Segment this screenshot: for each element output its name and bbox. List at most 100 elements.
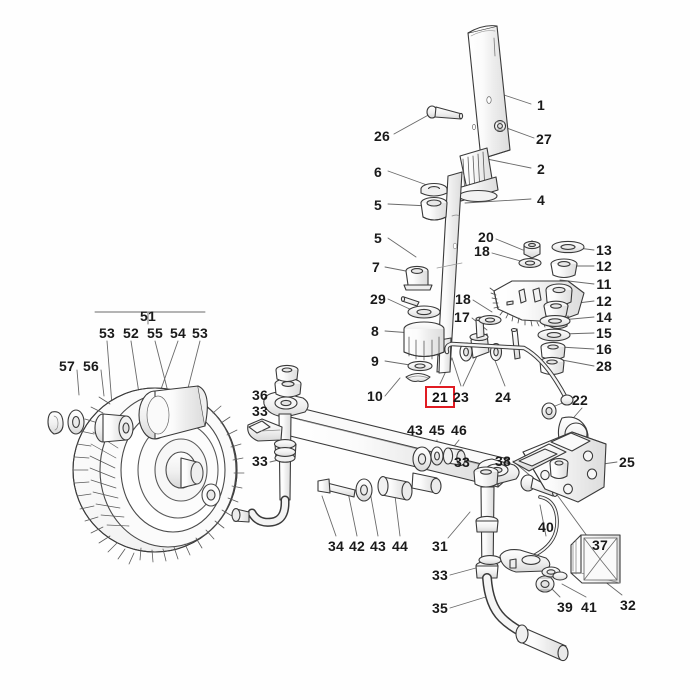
- part-callout-10[interactable]: 10: [367, 388, 383, 404]
- part-callout-55[interactable]: 55: [147, 325, 163, 341]
- part-callout-24[interactable]: 24: [495, 389, 511, 405]
- part-34-steering-arm: [231, 495, 290, 527]
- part-callout-29[interactable]: 29: [370, 291, 386, 307]
- part-callout-2[interactable]: 2: [537, 161, 545, 177]
- part-callout-43[interactable]: 43: [407, 422, 423, 438]
- part-43a-washer: [412, 446, 432, 472]
- part-callout-25[interactable]: 25: [619, 454, 635, 470]
- part-callout-21-highlighted[interactable]: 21: [425, 386, 455, 408]
- part-28-spacer: [539, 356, 565, 376]
- part-41-washer: [541, 566, 568, 581]
- part-10-retaining-clip: [405, 372, 431, 383]
- part-callout-35[interactable]: 35: [432, 600, 448, 616]
- part-37-mounting-bracket: [512, 431, 607, 503]
- part-callout-52[interactable]: 52: [123, 325, 139, 341]
- part-callout-18[interactable]: 18: [455, 291, 471, 307]
- part-callout-39[interactable]: 39: [557, 599, 573, 615]
- pedal-plate: [499, 549, 551, 573]
- part-12a-bushing: [550, 258, 578, 279]
- part-callout-23[interactable]: 23: [453, 389, 469, 405]
- part-32-rubber-pad: [570, 534, 621, 584]
- part-9-washer: [407, 360, 433, 372]
- part-callout-53[interactable]: 53: [99, 325, 115, 341]
- part-callout-22[interactable]: 22: [572, 392, 588, 408]
- part-45-washer: [430, 446, 444, 466]
- part-callout-40[interactable]: 40: [538, 519, 554, 535]
- part-6-washer: [420, 182, 448, 197]
- part-callout-33[interactable]: 33: [252, 403, 268, 419]
- part-26-bolt: [426, 105, 464, 120]
- part-callout-38[interactable]: 38: [495, 453, 511, 469]
- part-21-drag-link: [444, 341, 574, 406]
- part-16-spacer: [540, 341, 566, 361]
- part-33a-bushing: [275, 364, 299, 383]
- part-callout-9[interactable]: 9: [371, 353, 379, 369]
- part-35-pedal-shaft: [482, 573, 569, 662]
- part-callout-18[interactable]: 18: [474, 243, 490, 259]
- part-52-hub-spacer: [94, 413, 134, 443]
- part-15-washer: [537, 328, 571, 342]
- part-callout-26[interactable]: 26: [374, 128, 390, 144]
- part-callout-32[interactable]: 32: [620, 597, 636, 613]
- part-callout-43[interactable]: 43: [370, 538, 386, 554]
- part-callout-14[interactable]: 14: [596, 309, 612, 325]
- part-callout-8[interactable]: 8: [371, 323, 379, 339]
- part-44b-sleeve: [411, 472, 442, 495]
- part-33c-bushing: [473, 466, 499, 488]
- part-callout-33[interactable]: 33: [252, 453, 268, 469]
- part-callout-42[interactable]: 42: [349, 538, 365, 554]
- part-callout-57[interactable]: 57: [59, 358, 75, 374]
- part-callout-46[interactable]: 46: [451, 422, 467, 438]
- part-callout-16[interactable]: 16: [596, 341, 612, 357]
- part-5a-bushing: [420, 196, 448, 221]
- part-42-bolt: [317, 478, 356, 498]
- part-14-washer: [539, 315, 571, 327]
- part-46-bushing: [442, 447, 466, 466]
- part-callout-56[interactable]: 56: [83, 358, 99, 374]
- part-44-spacer: [377, 476, 413, 501]
- part-5b-bushing: [403, 265, 433, 291]
- part-callout-13[interactable]: 13: [596, 242, 612, 258]
- part-callout-45[interactable]: 45: [429, 422, 445, 438]
- part-callout-7[interactable]: 7: [372, 259, 380, 275]
- part-33b-bushing: [273, 447, 297, 457]
- part-callout-5[interactable]: 5: [374, 197, 382, 213]
- part-callout-5[interactable]: 5: [374, 230, 382, 246]
- part-callout-11[interactable]: 11: [596, 276, 612, 292]
- part-callout-15[interactable]: 15: [596, 325, 612, 341]
- part-1-steering-column: [467, 25, 511, 160]
- part-callout-12[interactable]: 12: [596, 293, 612, 309]
- part-callout-27[interactable]: 27: [536, 131, 552, 147]
- part-callout-34[interactable]: 34: [328, 538, 344, 554]
- part-callout-33[interactable]: 33: [432, 567, 448, 583]
- part-callout-54[interactable]: 54: [170, 325, 186, 341]
- part-callout-12[interactable]: 12: [596, 258, 612, 274]
- part-18a-washer: [518, 258, 542, 268]
- part-callout-53[interactable]: 53: [192, 325, 208, 341]
- part-callout-17[interactable]: 17: [454, 309, 470, 325]
- part-callout-33[interactable]: 33: [454, 454, 470, 470]
- part-callout-44[interactable]: 44: [392, 538, 408, 554]
- part-callout-20[interactable]: 20: [478, 229, 494, 245]
- part-24-pin: [510, 327, 521, 360]
- part-8-pinion-gear: [403, 321, 445, 361]
- part-callout-28[interactable]: 28: [596, 358, 612, 374]
- part-callout-37[interactable]: 37: [592, 537, 608, 553]
- part-callout-1[interactable]: 1: [537, 97, 545, 113]
- part-callout-41[interactable]: 41: [581, 599, 597, 615]
- part-7-roll-pin: [400, 296, 420, 307]
- part-29-washer: [407, 305, 441, 319]
- part-43b-washer: [355, 478, 373, 502]
- part-57-retaining-ring: [47, 411, 64, 435]
- part-callout-4[interactable]: 4: [537, 192, 545, 208]
- part-23-tie-rod-end: [459, 342, 503, 362]
- part-27-nut: [493, 119, 507, 133]
- part-56-washer: [67, 409, 85, 435]
- part-callout-6[interactable]: 6: [374, 164, 382, 180]
- part-callout-36[interactable]: 36: [252, 387, 268, 403]
- part-callout-51[interactable]: 51: [140, 308, 156, 324]
- part-callout-31[interactable]: 31: [432, 538, 448, 554]
